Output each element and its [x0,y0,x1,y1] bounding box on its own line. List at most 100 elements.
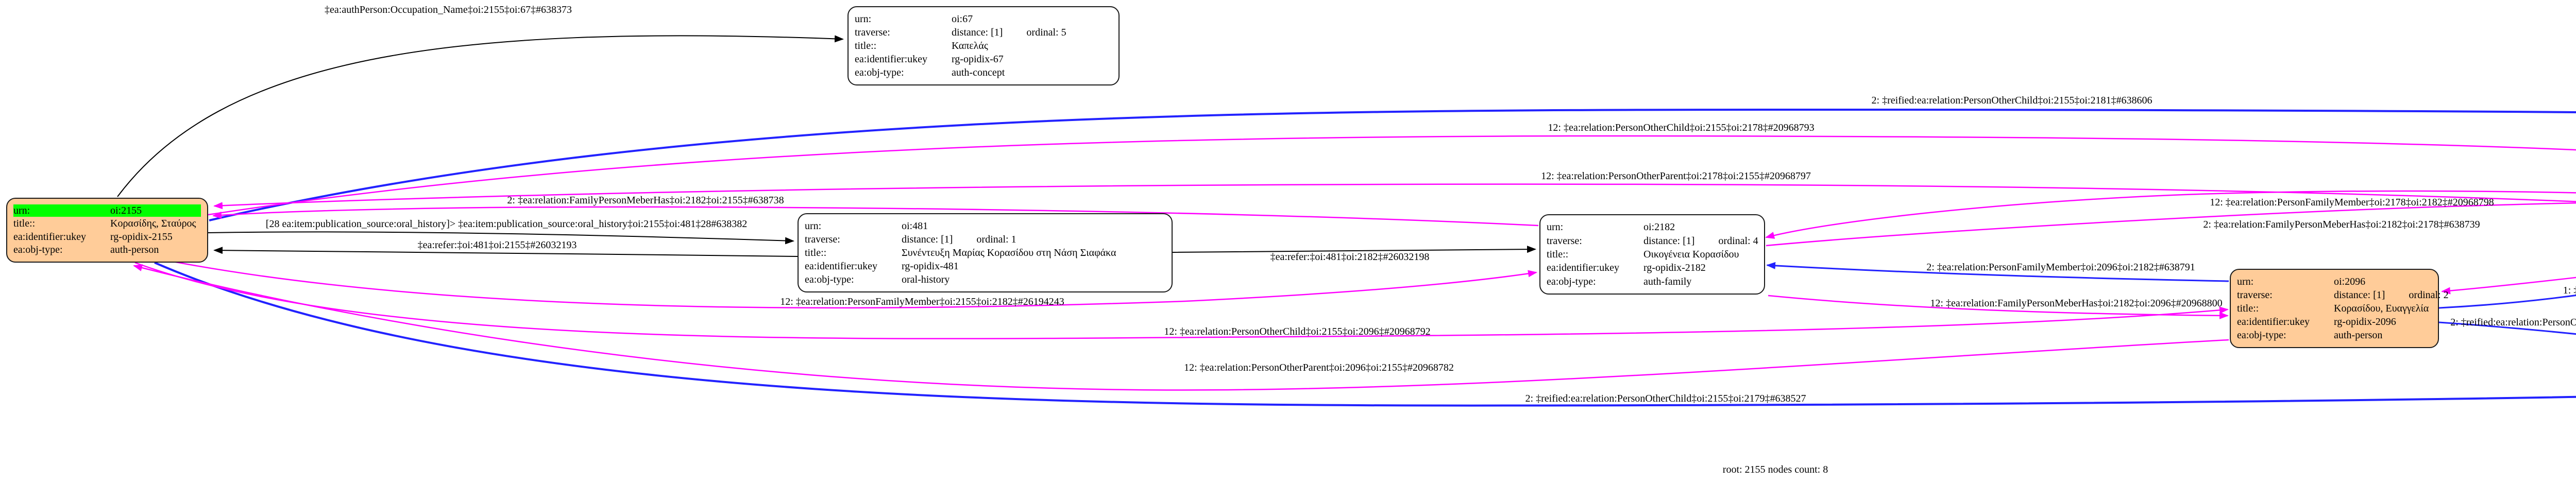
field-value: Κορασίδης, Σταύρος [110,218,196,230]
field-key: urn: [2237,276,2254,287]
field-obj-type: ea:obj-type: auth-person [13,244,201,256]
edge-reified-parent-2096-2179 [2438,321,2576,335]
traverse-distance: distance: [1] [952,27,1003,38]
edge-label-occupation: ‡ea:authPerson:Occupation_Name‡oi:2155‡o… [325,4,572,15]
field-urn: urn: oi:2182 [1547,221,1758,233]
field-key: ea:identifier:ukey [13,231,87,243]
field-value: rg-opidix-67 [952,54,1004,65]
field-key: ea:identifier:ukey [2237,316,2310,327]
node-oi481[interactable]: urn: oi:481 traverse: distance: [1] ordin… [798,213,1173,292]
node-oi2182[interactable]: urn: oi:2182 traverse: distance: [1] ordi… [1539,214,1765,295]
field-value: Συνέντευξη Μαρίας Κορασίδου στη Νάση Σια… [902,247,1116,258]
edge-sibling-2178-2096 [2441,277,2576,295]
traverse-distance: distance: [1] [2334,289,2385,301]
edge-label-refer-481-2155: ‡ea:refer:‡oi:481‡oi:2155‡#26032193 [417,239,577,251]
edge-person-family-member-2096-2182 [1766,262,2229,282]
field-obj-type: ea:obj-type: auth-family [1547,275,1758,288]
edge-label-reified-child-2179: 2: ‡reified:ea:relation:PersonOtherChild… [1525,393,1806,404]
field-title: title:: Οικογένεια Κορασίδου [1547,248,1758,261]
field-value: Οικογένεια Κορασίδου [1643,248,1739,260]
field-value: Καπελάς [952,40,988,51]
field-key: ea:obj-type: [2237,330,2286,341]
field-value: rg-opidix-481 [902,261,959,272]
edge-family-person-meber-has-2182-2178 [1766,202,2576,247]
traverse-distance: distance: [1] [1643,235,1695,247]
edge-label-parent-2178-2155: 12: ‡ea:relation:PersonOtherParent‡oi:21… [1541,170,1811,182]
edge-refer-481-2182 [1172,246,1536,253]
field-obj-type: ea:obj-type: auth-person [2237,329,2432,341]
field-key: ea:identifier:ukey [855,54,928,65]
field-key: ea:obj-type: [805,274,854,285]
edge-person-family-member-2155-2182 [173,261,1537,309]
edge-label-child-2178: 12: ‡ea:relation:PersonOtherChild‡oi:215… [1548,122,1815,133]
edge-label-pfm-2155-2182: 12: ‡ea:relation:PersonFamilyMember‡oi:2… [780,296,1064,307]
field-value: oi:481 [902,220,928,232]
field-key: ea:identifier:ukey [805,261,878,272]
field-obj-type: ea:obj-type: auth-concept [855,66,1112,79]
field-urn: urn: oi:67 [855,13,1112,25]
field-obj-type: ea:obj-type: oral-history [805,273,1165,286]
field-identifier: ea:identifier:ukey rg-opidix-2155 [13,231,201,243]
field-key: urn: [13,204,30,216]
field-key: ea:obj-type: [13,244,63,256]
edge-label-reified-child-2181: 2: ‡reified:ea:relation:PersonOtherChild… [1871,95,2153,106]
edge-child-2155-2096 [134,262,2229,339]
field-identifier: ea:identifier:ukey rg-opidix-2182 [1547,262,1758,274]
field-value: Κορασίδου, Ευαγγελία [2334,303,2429,314]
field-value: oi:2096 [2334,276,2366,287]
traverse-ordinal: ordinal: 4 [1718,235,1758,247]
field-key: traverse: [1547,235,1582,247]
field-value: auth-person [110,244,159,256]
node-oi2096[interactable]: urn: oi:2096 traverse: distance: [1] ordi… [2230,269,2449,348]
edge-publication-source-2155-481 [208,231,794,245]
edge-label-parent-2096-2155: 12: ‡ea:relation:PersonOtherParent‡oi:20… [1184,362,1454,373]
traverse-ordinal: ordinal: 1 [976,234,1016,245]
field-key: urn: [805,220,822,232]
edge-label-reified-parent-2179: 2: ‡reified:ea:relation:PersonOtherParen… [2450,317,2576,328]
edge-child-2155-2178 [208,135,2576,216]
field-title: title:: Κορασίδου, Ευαγγελία [2237,302,2432,315]
field-identifier: ea:identifier:ukey rg-opidix-481 [805,260,1165,272]
traverse-distance: distance: [1] [902,234,953,245]
field-value: rg-opidix-2096 [2334,316,2396,327]
field-identifier: ea:identifier:ukey rg-opidix-2096 [2237,316,2432,328]
edge-label-pfm-2178-2182: 12: ‡ea:relation:PersonFamilyMember‡oi:2… [2210,197,2494,208]
edge-label-sibling-2096-2178: 1: ‡ea:relation:PersonOtherSibling‡oi:20… [2563,285,2576,296]
edge-person-family-member-2178-2182 [1765,190,2576,239]
field-urn: urn: oi:481 [805,220,1165,232]
field-value: oral-history [902,274,950,285]
field-urn: urn: oi:2155 [13,204,201,217]
edge-label-pfm-2096-2182: 2: ‡ea:relation:PersonFamilyMember‡oi:20… [1926,262,2195,273]
edge-label-fpm-2182-2178: 2: ‡ea:relation:FamilyPersonMeberHas‡oi:… [2203,219,2480,230]
field-key: ea:obj-type: [855,67,904,78]
field-value: oi:2155 [110,204,142,216]
field-key: ea:identifier:ukey [1547,262,1620,274]
field-key: traverse: [805,234,840,245]
traverse-ordinal: ordinal: 5 [1026,27,1066,38]
field-value: rg-opidix-2182 [1643,262,1706,274]
field-key: ea:obj-type: [1547,275,1596,287]
field-key: traverse: [2237,289,2273,301]
traverse-ordinal: ordinal: 2 [2409,289,2449,301]
field-value: auth-concept [952,67,1005,78]
field-traverse: traverse: distance: [1] ordinal: 4 [1547,235,1758,247]
field-traverse: traverse: distance: [1] ordinal: 2 [2237,289,2449,301]
edge-refer-481-2155 [213,247,798,257]
node-oi2155[interactable]: urn: oi:2155 title:: Κορασίδης, Σταύρος … [6,198,208,263]
edge-sibling-2096-2178 [2438,294,2576,309]
field-title: title:: Συνέντευξη Μαρίας Κορασίδου στη … [805,247,1165,259]
field-title: title:: Καπελάς [855,40,1112,52]
field-key: title:: [805,247,827,258]
field-title: title:: Κορασίδης, Σταύρος [13,217,201,230]
field-traverse: traverse: distance: [1] ordinal: 1 [805,233,1165,246]
field-value: auth-family [1643,275,1692,287]
edge-label-fpm-2182-2096: 12: ‡ea:relation:FamilyPersonMeberHas‡oi… [1930,298,2223,309]
field-key: title:: [13,218,36,230]
edge-label-publication-source: [28 ea:item:publication_source:oral_hist… [265,218,748,230]
node-oi67[interactable]: urn: oi:67 traverse: distance: [1]ordina… [848,6,1120,85]
field-urn: urn: oi:2096 [2237,275,2432,288]
field-traverse: traverse: distance: [1]ordinal: 5 [855,26,1112,39]
edge-reified-child-2155-2181 [209,108,2576,221]
edge-parent-2096-2155 [133,264,2229,391]
